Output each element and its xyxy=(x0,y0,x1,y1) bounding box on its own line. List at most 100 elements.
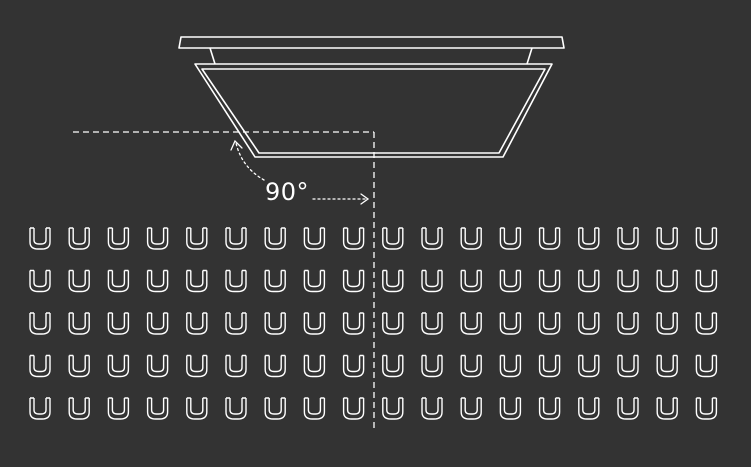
seat-icon xyxy=(342,227,365,250)
seat-icon xyxy=(421,354,443,378)
seat-icon xyxy=(578,312,600,335)
seat-icon xyxy=(499,227,522,250)
seat-icon xyxy=(617,269,639,293)
seat-icon xyxy=(225,312,247,335)
seat-icon xyxy=(421,312,443,335)
panel-bracket-right xyxy=(526,47,533,65)
seat-icon xyxy=(460,269,482,293)
seat-icon xyxy=(303,269,326,293)
seat-icon xyxy=(382,312,404,335)
seat-icon xyxy=(382,269,404,293)
seat-icon xyxy=(382,354,404,378)
seat-icon xyxy=(342,354,365,378)
seat-icon xyxy=(421,397,443,420)
seat-icon xyxy=(68,312,90,335)
seat-icon xyxy=(578,354,600,378)
seat-icon xyxy=(107,312,130,335)
seat-icon xyxy=(695,269,718,293)
seat-icon xyxy=(656,397,678,420)
panel-bracket-left xyxy=(209,47,216,65)
seat-icon xyxy=(186,269,208,293)
seat-icon xyxy=(538,397,561,420)
seat-icon xyxy=(107,354,130,378)
panel-mount-bar xyxy=(178,36,565,49)
seat-icon xyxy=(186,354,208,378)
angle-horizontal-arrowhead xyxy=(360,193,370,205)
seat-icon xyxy=(656,312,678,335)
seat-icon xyxy=(342,269,365,293)
seat-icon xyxy=(68,354,90,378)
ceiling-panel xyxy=(178,36,565,158)
seat-icon xyxy=(382,227,404,250)
seat-icon xyxy=(303,312,326,335)
seat-icon xyxy=(538,312,561,335)
seat-icon xyxy=(656,227,678,250)
seat-icon xyxy=(107,227,130,250)
seat-icon xyxy=(29,397,51,420)
seat-icon xyxy=(538,269,561,293)
seat-icon xyxy=(225,269,247,293)
panel-frame-inner xyxy=(201,68,546,154)
seat-icon xyxy=(68,269,90,293)
seat-icon xyxy=(68,227,90,250)
seat-icon xyxy=(107,397,130,420)
seat-icon xyxy=(146,312,169,335)
seat-icon xyxy=(303,354,326,378)
seat-icon xyxy=(460,312,482,335)
seat-icon xyxy=(342,312,365,335)
seat-icon xyxy=(499,312,522,335)
seat-icon xyxy=(264,227,286,250)
seat-icon xyxy=(695,227,718,250)
seat-icon xyxy=(264,397,286,420)
seat-icon xyxy=(695,397,718,420)
seat-icon xyxy=(617,397,639,420)
seat-icon xyxy=(146,354,169,378)
seat-icon xyxy=(382,397,404,420)
seat-icon xyxy=(656,269,678,293)
seat-icon xyxy=(264,354,286,378)
seat-icon xyxy=(656,354,678,378)
seat-icon xyxy=(617,354,639,378)
seat-icon xyxy=(264,269,286,293)
seat-icon xyxy=(617,227,639,250)
seat-icon xyxy=(617,312,639,335)
seat-icon xyxy=(146,227,169,250)
seat-icon xyxy=(107,269,130,293)
seat-icon xyxy=(225,397,247,420)
seat-icon xyxy=(578,227,600,250)
angle-label: 90° xyxy=(265,178,309,206)
seat-icon xyxy=(421,227,443,250)
seat-icon xyxy=(186,227,208,250)
panel-frame-outer xyxy=(194,63,553,158)
seat-icon xyxy=(499,269,522,293)
seat-icon xyxy=(695,354,718,378)
seat-icon xyxy=(146,397,169,420)
reference-lines xyxy=(73,131,375,428)
seat-icon xyxy=(29,227,51,250)
seat-icon xyxy=(68,397,90,420)
seat-icon xyxy=(695,312,718,335)
seat-icon xyxy=(264,312,286,335)
seat-icon xyxy=(578,269,600,293)
seat-icon xyxy=(578,397,600,420)
angle-indicator xyxy=(230,139,370,205)
seat-icon xyxy=(460,354,482,378)
seat-icon xyxy=(499,397,522,420)
seat-icon xyxy=(225,227,247,250)
seat-icon xyxy=(29,354,51,378)
seat-icon xyxy=(499,354,522,378)
seat-icon xyxy=(303,227,326,250)
seat-icon xyxy=(460,397,482,420)
seat-icon xyxy=(225,354,247,378)
angle-arc-arrowhead xyxy=(230,139,243,151)
seat-icon xyxy=(186,397,208,420)
seat-icon xyxy=(303,397,326,420)
seat-icon xyxy=(342,397,365,420)
seat-icon xyxy=(186,312,208,335)
seat-icon xyxy=(29,269,51,293)
seat-icon xyxy=(538,354,561,378)
seating-grid xyxy=(29,227,718,420)
seat-icon xyxy=(460,227,482,250)
seat-icon xyxy=(421,269,443,293)
